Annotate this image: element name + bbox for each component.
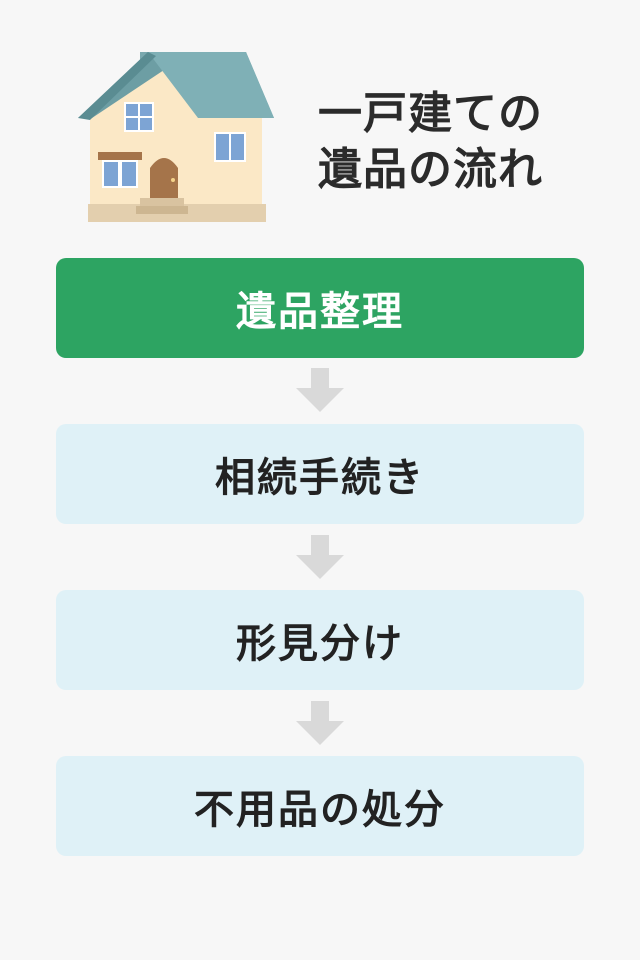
step-label: 形見分け (236, 621, 404, 667)
down-arrow-icon (296, 368, 344, 412)
step-label: 遺品整理 (236, 289, 404, 335)
title-line-2: 遺品の流れ (318, 144, 543, 195)
down-arrow-icon (296, 701, 344, 745)
step-inheritance-procedures: 相続手続き (56, 424, 584, 524)
page-title: 一戸建ての 遺品の流れ (318, 86, 618, 198)
step-label: 相続手続き (215, 455, 425, 501)
down-arrow-icon (296, 535, 344, 579)
step-keepsake-distribution: 形見分け (56, 590, 584, 690)
step-estate-cleanup: 遺品整理 (56, 258, 584, 358)
step-disposal-of-unneeded-items: 不用品の処分 (56, 756, 584, 856)
house-icon (78, 52, 274, 222)
step-label: 不用品の処分 (194, 787, 446, 833)
title-line-1: 一戸建ての (318, 88, 543, 139)
